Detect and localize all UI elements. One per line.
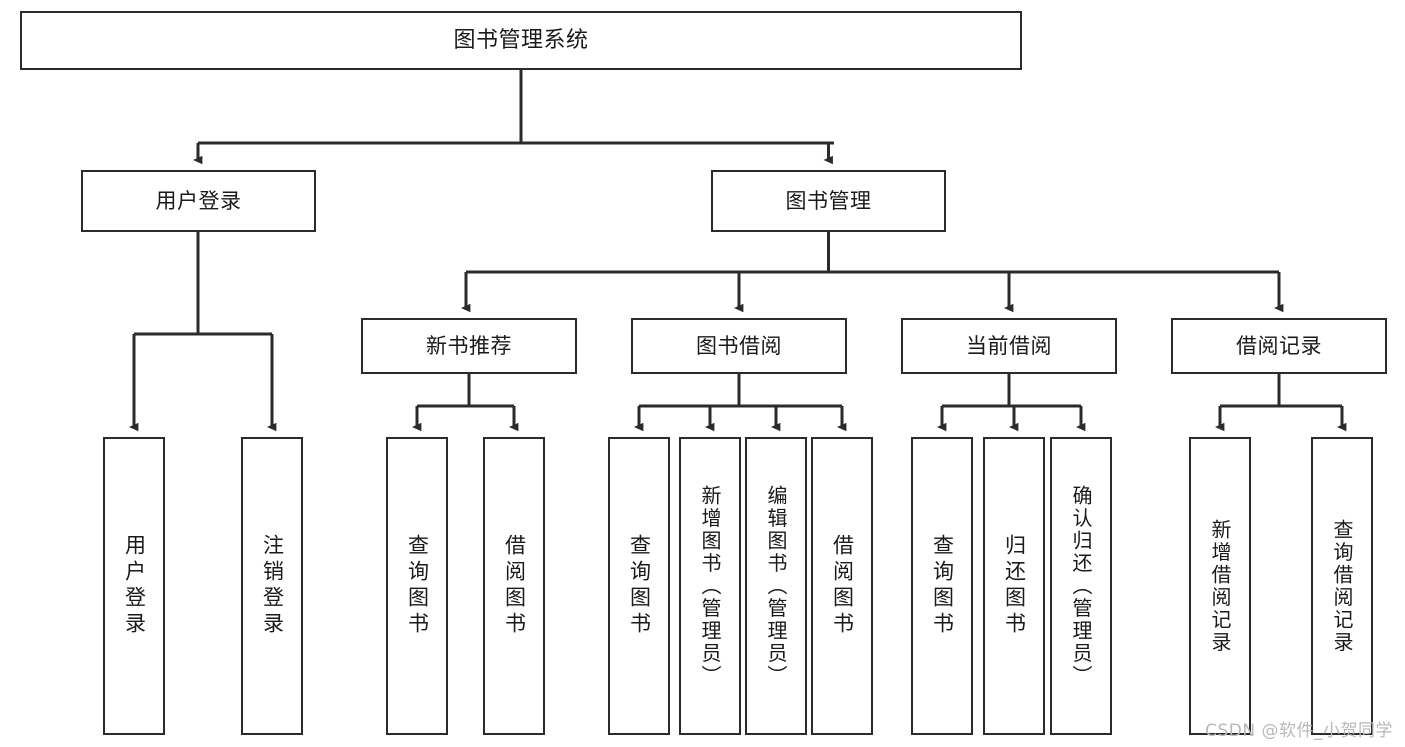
node-root-label: 图书管理系统 — [453, 27, 589, 53]
node-root[interactable]: 图书管理系统 — [20, 11, 1022, 70]
node-borrow-record-label: 借阅记录 — [1236, 333, 1322, 358]
leaf-rec-query-book[interactable]: 查询图书 — [386, 437, 448, 735]
leaf-user-login-label: 用户登录 — [122, 534, 147, 638]
node-new-book-rec[interactable]: 新书推荐 — [361, 318, 577, 374]
node-book-borrow-label: 图书借阅 — [696, 333, 782, 358]
leaf-br-query-record[interactable]: 查询借阅记录 — [1311, 437, 1373, 735]
leaf-cb-confirm-return[interactable]: 确认归还（管理员） — [1050, 437, 1112, 735]
leaf-user-logout-label: 注销登录 — [260, 534, 285, 638]
leaf-rec-query-book-label: 查询图书 — [405, 534, 430, 638]
leaf-user-logout[interactable]: 注销登录 — [241, 437, 303, 735]
leaf-bb-borrow-book-label: 借阅图书 — [830, 534, 855, 638]
leaf-bb-borrow-book[interactable]: 借阅图书 — [811, 437, 873, 735]
leaf-bb-add-book[interactable]: 新增图书（管理员） — [679, 437, 741, 735]
node-current-borrow-label: 当前借阅 — [966, 333, 1052, 358]
node-user-login[interactable]: 用户登录 — [81, 170, 316, 232]
node-borrow-record[interactable]: 借阅记录 — [1171, 318, 1387, 374]
leaf-bb-query-book[interactable]: 查询图书 — [608, 437, 670, 735]
leaf-user-login[interactable]: 用户登录 — [103, 437, 165, 735]
leaf-cb-query-book-label: 查询图书 — [930, 534, 955, 638]
node-new-book-rec-label: 新书推荐 — [426, 333, 512, 358]
leaf-br-add-record[interactable]: 新增借阅记录 — [1189, 437, 1251, 735]
leaf-bb-edit-book[interactable]: 编辑图书（管理员） — [745, 437, 807, 735]
csdn-watermark: CSDN @软件_小贺同学 — [1205, 721, 1393, 741]
leaf-br-add-record-label: 新增借阅记录 — [1208, 518, 1232, 654]
node-user-login-label: 用户登录 — [155, 188, 242, 213]
node-book-manage-label: 图书管理 — [785, 188, 872, 213]
node-current-borrow[interactable]: 当前借阅 — [901, 318, 1117, 374]
node-book-borrow[interactable]: 图书借阅 — [631, 318, 847, 374]
leaf-rec-borrow-book-label: 借阅图书 — [502, 534, 527, 638]
node-book-manage[interactable]: 图书管理 — [711, 170, 946, 232]
leaf-cb-confirm-return-label: 确认归还（管理员） — [1069, 484, 1093, 688]
leaf-br-query-record-label: 查询借阅记录 — [1330, 518, 1354, 654]
leaf-cb-return-book-label: 归还图书 — [1002, 534, 1027, 638]
leaf-cb-query-book[interactable]: 查询图书 — [911, 437, 973, 735]
leaf-rec-borrow-book[interactable]: 借阅图书 — [483, 437, 545, 735]
leaf-bb-query-book-label: 查询图书 — [627, 534, 652, 638]
leaf-cb-return-book[interactable]: 归还图书 — [983, 437, 1045, 735]
leaf-bb-add-book-label: 新增图书（管理员） — [698, 484, 722, 688]
leaf-bb-edit-book-label: 编辑图书（管理员） — [764, 484, 788, 688]
